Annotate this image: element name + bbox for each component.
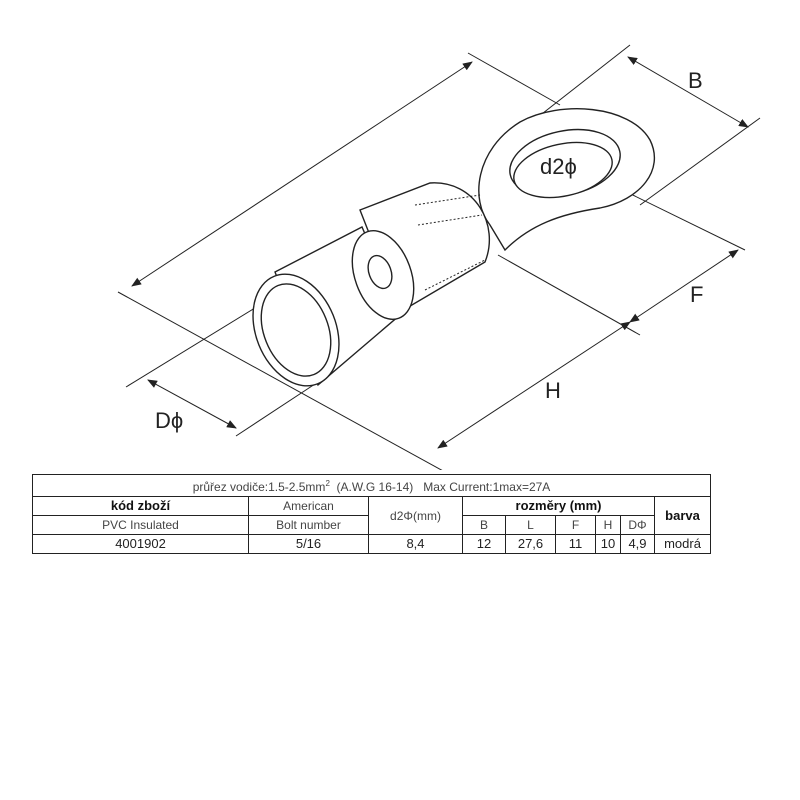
header-d2: d2Φ(mm) xyxy=(368,496,463,535)
header-B: B xyxy=(462,515,506,535)
header-bolt: Bolt number xyxy=(248,515,369,535)
table-title: průřez vodiče:1.5-2.5mm2 (A.W.G 16-14) M… xyxy=(31,474,712,497)
header-H: H xyxy=(595,515,621,535)
label-B: B xyxy=(688,68,703,93)
header-dims: rozměry (mm) xyxy=(462,496,655,516)
ring-terminal-drawing: B F H Dϕ d2ϕ xyxy=(117,44,761,470)
header-D: DΦ xyxy=(620,515,655,535)
label-D: Dϕ xyxy=(155,408,183,433)
header-color: barva xyxy=(653,496,712,535)
cell-F: 11 xyxy=(555,534,596,554)
label-F: F xyxy=(690,282,703,307)
dimension-F-arrow xyxy=(629,249,739,323)
spec-table: průřez vodiče:1.5-2.5mm2 (A.W.G 16-14) M… xyxy=(31,474,712,554)
dimension-H-arrow xyxy=(437,321,631,449)
header-pvc: PVC Insulated xyxy=(32,515,249,535)
label-H: H xyxy=(545,378,561,403)
cell-code: 4001902 xyxy=(32,534,249,554)
label-d2: d2ϕ xyxy=(540,154,577,179)
header-code: kód zboží xyxy=(32,496,249,516)
dimension-B-arrow xyxy=(627,56,749,128)
cell-H: 10 xyxy=(595,534,621,554)
cell-d2: 8,4 xyxy=(368,534,463,554)
header-american: American xyxy=(248,496,369,516)
cell-L: 27,6 xyxy=(505,534,556,554)
table-row: 4001902 5/16 8,4 12 27,6 11 10 4,9 modrá xyxy=(32,534,712,554)
cell-D: 4,9 xyxy=(620,534,655,554)
header-F: F xyxy=(555,515,596,535)
dimension-D-arrow xyxy=(147,379,237,429)
header-L: L xyxy=(505,515,556,535)
cell-bolt: 5/16 xyxy=(248,534,369,554)
dimension-L-arrow xyxy=(131,61,473,287)
cell-color: modrá xyxy=(653,534,712,554)
cell-B: 12 xyxy=(462,534,506,554)
ring-terminal xyxy=(252,108,656,387)
